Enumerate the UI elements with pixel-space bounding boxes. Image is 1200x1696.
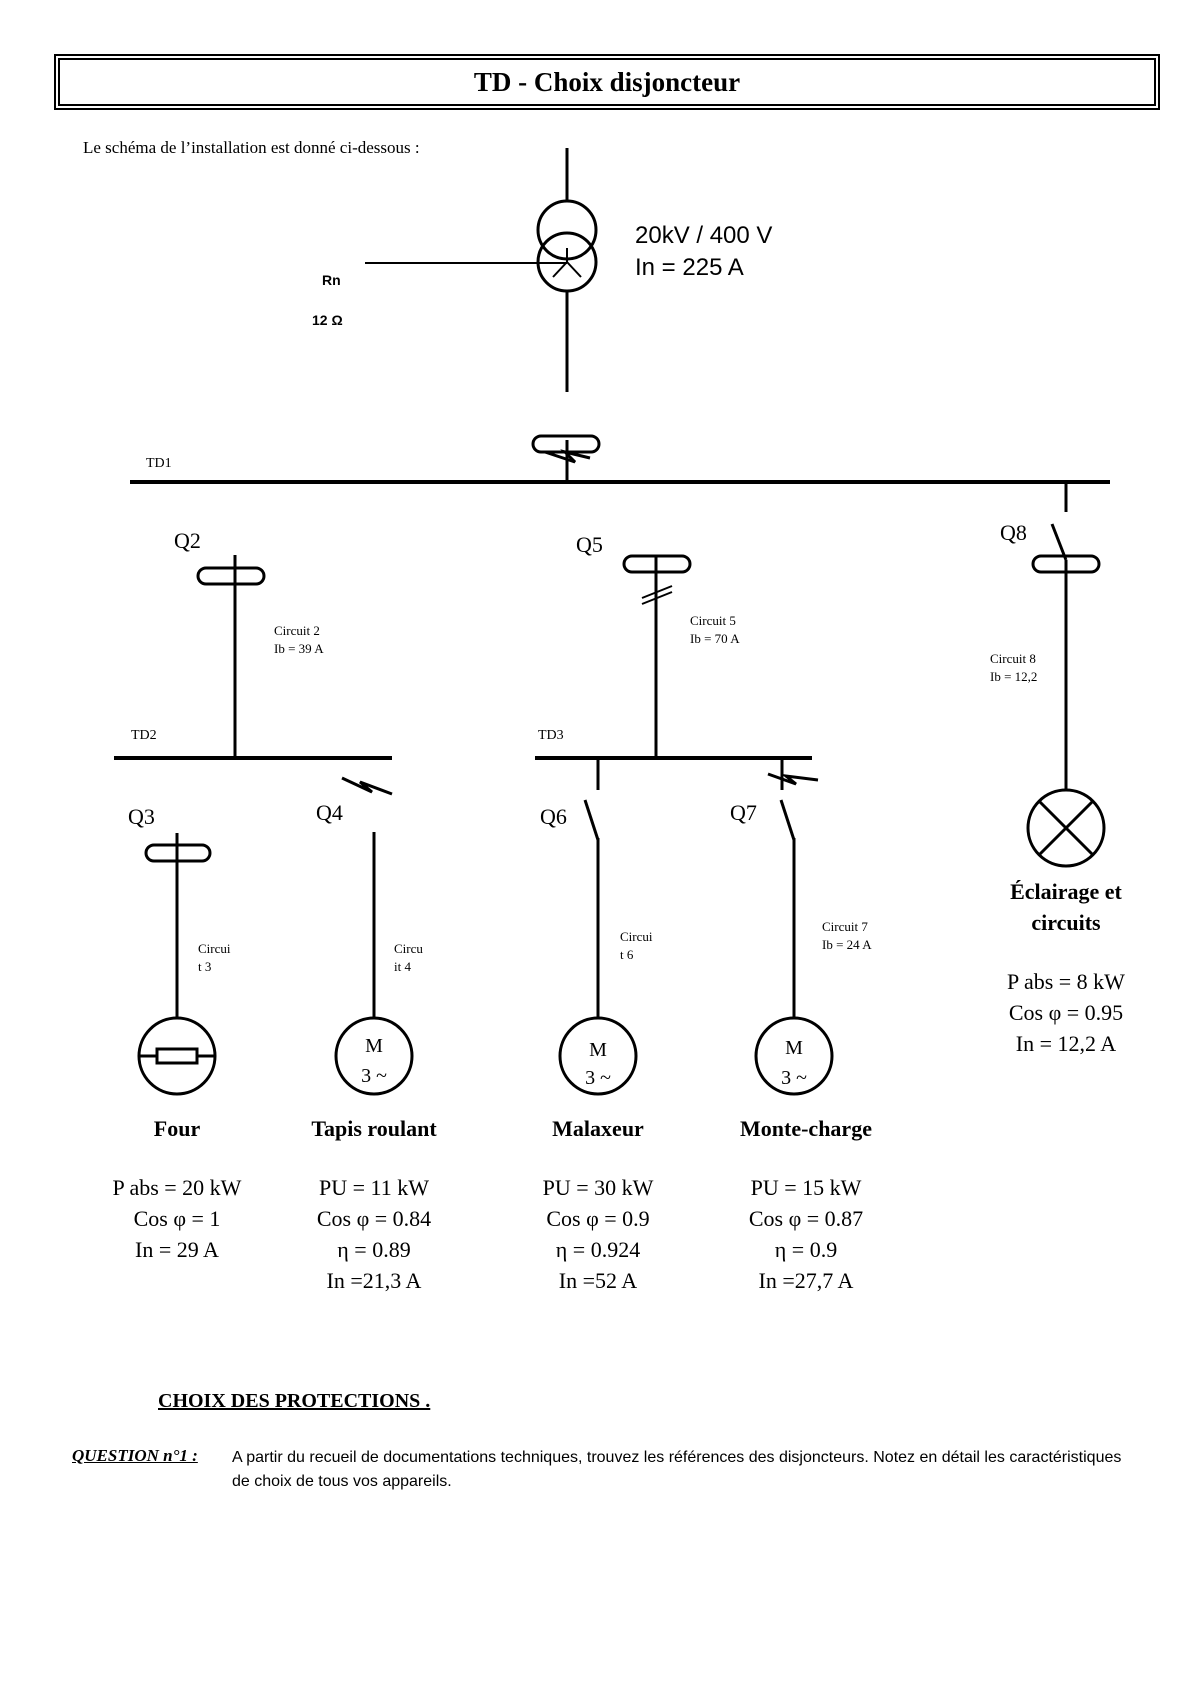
q7-breaker-symbol (767, 772, 819, 786)
q2-label: Q2 (174, 528, 201, 553)
q7-label: Q7 (730, 800, 757, 825)
transformer-label: 20kV / 400 V In = 225 A (635, 220, 772, 284)
q8-label: Q8 (1000, 520, 1027, 545)
motor-malaxeur-symbol (558, 1016, 638, 1096)
motor-monte-phase: 3 ~ (781, 1067, 807, 1089)
q4-breaker-symbol (341, 776, 393, 796)
question-text: A partir du recueil de documentations te… (232, 1449, 1122, 1490)
lamp-symbol (1026, 788, 1106, 868)
q3-label: Q3 (128, 804, 155, 829)
load-tapis-specs: PU = 11 kW Cos φ = 0.84 η = 0.89 In =21,… (316, 1175, 432, 1293)
motor-tapis-symbol (334, 1016, 414, 1096)
transformer-ratio: 20kV / 400 V (635, 222, 773, 249)
motor-malaxeur-phase: 3 ~ (585, 1067, 611, 1089)
load-malaxeur-specs: PU = 30 kW Cos φ = 0.9 η = 0.924 In =52 … (542, 1175, 654, 1293)
section-heading: CHOIX DES PROTECTIONS . (158, 1390, 431, 1412)
motor-monte-m: M (785, 1037, 803, 1059)
load-eclairage-specs: P abs = 8 kW Cos φ = 0.95 In = 12,2 A (1007, 969, 1125, 1056)
load-malaxeur-name: Malaxeur (552, 1116, 644, 1141)
q5-label: Q5 (576, 532, 603, 557)
load-monte-name: Monte-charge (740, 1116, 872, 1141)
intro-text: Le schéma de l’installation est donné ci… (83, 138, 420, 157)
td2-label: TD2 (131, 728, 157, 743)
motor-tapis-m: M (365, 1035, 383, 1057)
heating-resistor-icon (155, 1047, 199, 1065)
load-monte-specs: PU = 15 kW Cos φ = 0.87 η = 0.9 In =27,7… (748, 1175, 864, 1293)
neutral-resistor-label: Rn (322, 272, 341, 288)
td3-label: TD3 (538, 728, 564, 743)
q4-label: Q4 (316, 800, 343, 825)
load-tapis-name: Tapis roulant (311, 1116, 437, 1141)
page-title-box: TD - Choix disjoncteur (58, 58, 1156, 106)
transformer-current: In = 225 A (635, 254, 744, 281)
load-four-specs: P abs = 20 kW Cos φ = 1 In = 29 A (112, 1175, 242, 1262)
question-label: QUESTION n°1 : (72, 1446, 198, 1465)
q6-switch-blade (583, 799, 600, 841)
motor-malaxeur-m: M (589, 1039, 607, 1061)
page-title: TD - Choix disjoncteur (473, 66, 741, 97)
q2-breaker-symbol (196, 566, 266, 586)
q8-switch-blade (1050, 523, 1068, 561)
motor-tapis-phase: 3 ~ (361, 1065, 387, 1087)
td1-label: TD1 (146, 456, 172, 471)
load-eclairage-name: Éclairage et circuits (1010, 879, 1122, 935)
neutral-resistor-value: 12 Ω (312, 312, 343, 328)
q7-switch-blade (779, 799, 796, 841)
load-four-name: Four (153, 1116, 201, 1141)
motor-monte-charge-symbol (754, 1016, 834, 1096)
q6-label: Q6 (540, 804, 567, 829)
